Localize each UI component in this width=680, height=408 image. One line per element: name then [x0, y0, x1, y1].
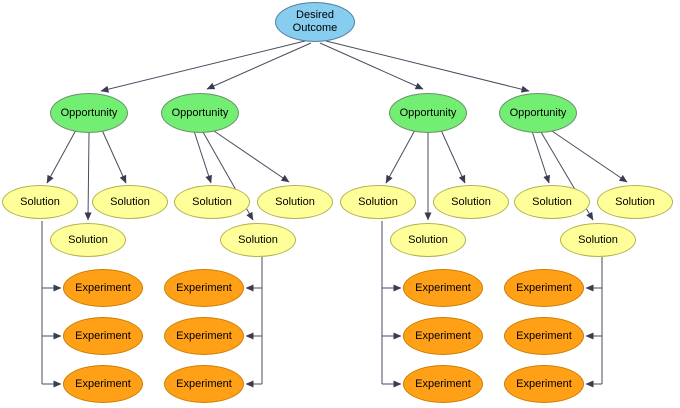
connector-opp4-sol	[531, 130, 550, 184]
connector-opp3-sol	[440, 129, 466, 184]
experiment-node-5: Experiment	[164, 317, 244, 355]
solution-node-2: Solution	[92, 185, 168, 219]
experiment-node-10: Experiment	[504, 269, 584, 307]
connector-outcome-opp2	[206, 42, 312, 90]
experiment-node-11: Experiment	[504, 317, 584, 355]
opportunity-node-4: Opportunity	[499, 93, 577, 133]
solution-node-1: Solution	[2, 185, 78, 219]
connector-outcome-opp3	[319, 42, 424, 90]
connector-opp1-sol	[101, 129, 127, 184]
experiment-node-9: Experiment	[403, 365, 483, 403]
solution-node-5: Solution	[340, 185, 416, 219]
solution-node-11: Solution	[390, 223, 466, 257]
solution-node-6: Solution	[433, 185, 509, 219]
solution-node-3: Solution	[174, 185, 250, 219]
experiment-node-7: Experiment	[403, 269, 483, 307]
experiment-node-1: Experiment	[63, 269, 143, 307]
connector-opp2-sol	[210, 128, 290, 183]
solution-node-9: Solution	[50, 223, 126, 257]
connector-outcome-opp4	[325, 40, 530, 93]
opportunity-node-2: Opportunity	[161, 93, 239, 133]
experiment-node-4: Experiment	[164, 269, 244, 307]
connector-opp4-sol	[548, 128, 628, 183]
solution-node-10: Solution	[220, 223, 296, 257]
experiment-node-3: Experiment	[63, 365, 143, 403]
connector-opp2-sol	[193, 130, 212, 184]
experiment-node-12: Experiment	[504, 365, 584, 403]
solution-node-12: Solution	[560, 223, 636, 257]
experiment-node-2: Experiment	[63, 317, 143, 355]
connector-outcome-opp1	[100, 40, 306, 93]
outcome-node: Desired Outcome	[275, 2, 355, 42]
opportunity-node-3: Opportunity	[389, 93, 467, 133]
solution-node-8: Solution	[597, 185, 673, 219]
connector-opp1-sol	[46, 129, 77, 184]
solution-node-7: Solution	[514, 185, 590, 219]
solution-node-4: Solution	[257, 185, 333, 219]
experiment-node-8: Experiment	[403, 317, 483, 355]
connector-opp3-sol	[385, 129, 416, 184]
connector-opp1-sol	[84, 132, 92, 221]
experiment-node-6: Experiment	[164, 365, 244, 403]
opportunity-node-1: Opportunity	[50, 93, 128, 133]
